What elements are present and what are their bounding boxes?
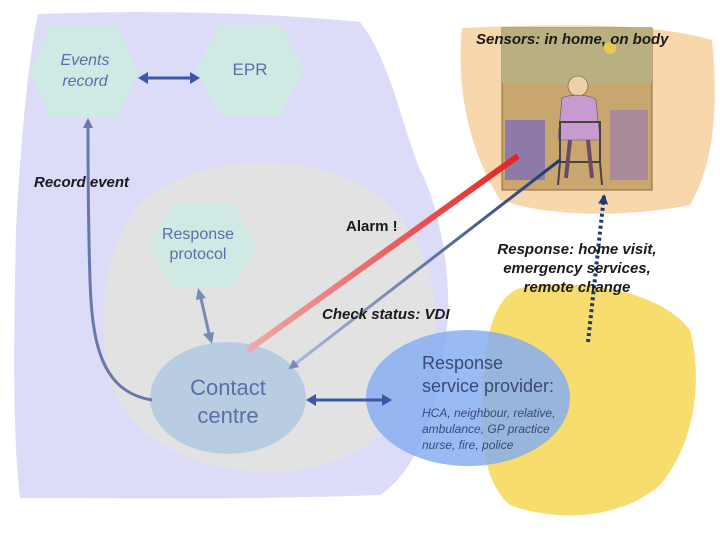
sensors-label: Sensors: in home, on body — [476, 31, 669, 48]
response-protocol-label: Response protocol — [161, 226, 235, 263]
check-status-arrow — [288, 158, 561, 370]
response-protocol-node — [150, 204, 256, 288]
alarm-arrow — [246, 153, 520, 353]
provider-title-label: Response service provider: — [422, 353, 555, 396]
alarm-label: Alarm ! — [346, 218, 398, 235]
events-record-node — [30, 26, 138, 118]
remote-change-arrow — [586, 194, 609, 343]
provider-ellipse — [366, 330, 570, 466]
events-record-label: Events record — [60, 52, 110, 90]
provider-detail-label: HCA, neighbour, relative, ambulance, GP … — [422, 406, 556, 452]
record-event-arrow — [83, 118, 153, 402]
protocol-contact-arrow — [196, 288, 214, 344]
elderly-person-illustration — [501, 27, 653, 191]
provider-region — [481, 284, 696, 516]
contact-centre-node — [150, 342, 306, 454]
record-event-label: Record event — [34, 174, 130, 191]
check-status-label: Check status: VDI — [322, 306, 450, 323]
contact-provider-arrow — [306, 394, 392, 406]
response-actions-label: Response: home visit, emergency services… — [497, 241, 657, 296]
contact-centre-label: Contact centre — [190, 375, 266, 428]
epr-node — [196, 24, 304, 116]
epr-label: EPR — [232, 60, 268, 79]
events-epr-arrow — [138, 72, 200, 84]
